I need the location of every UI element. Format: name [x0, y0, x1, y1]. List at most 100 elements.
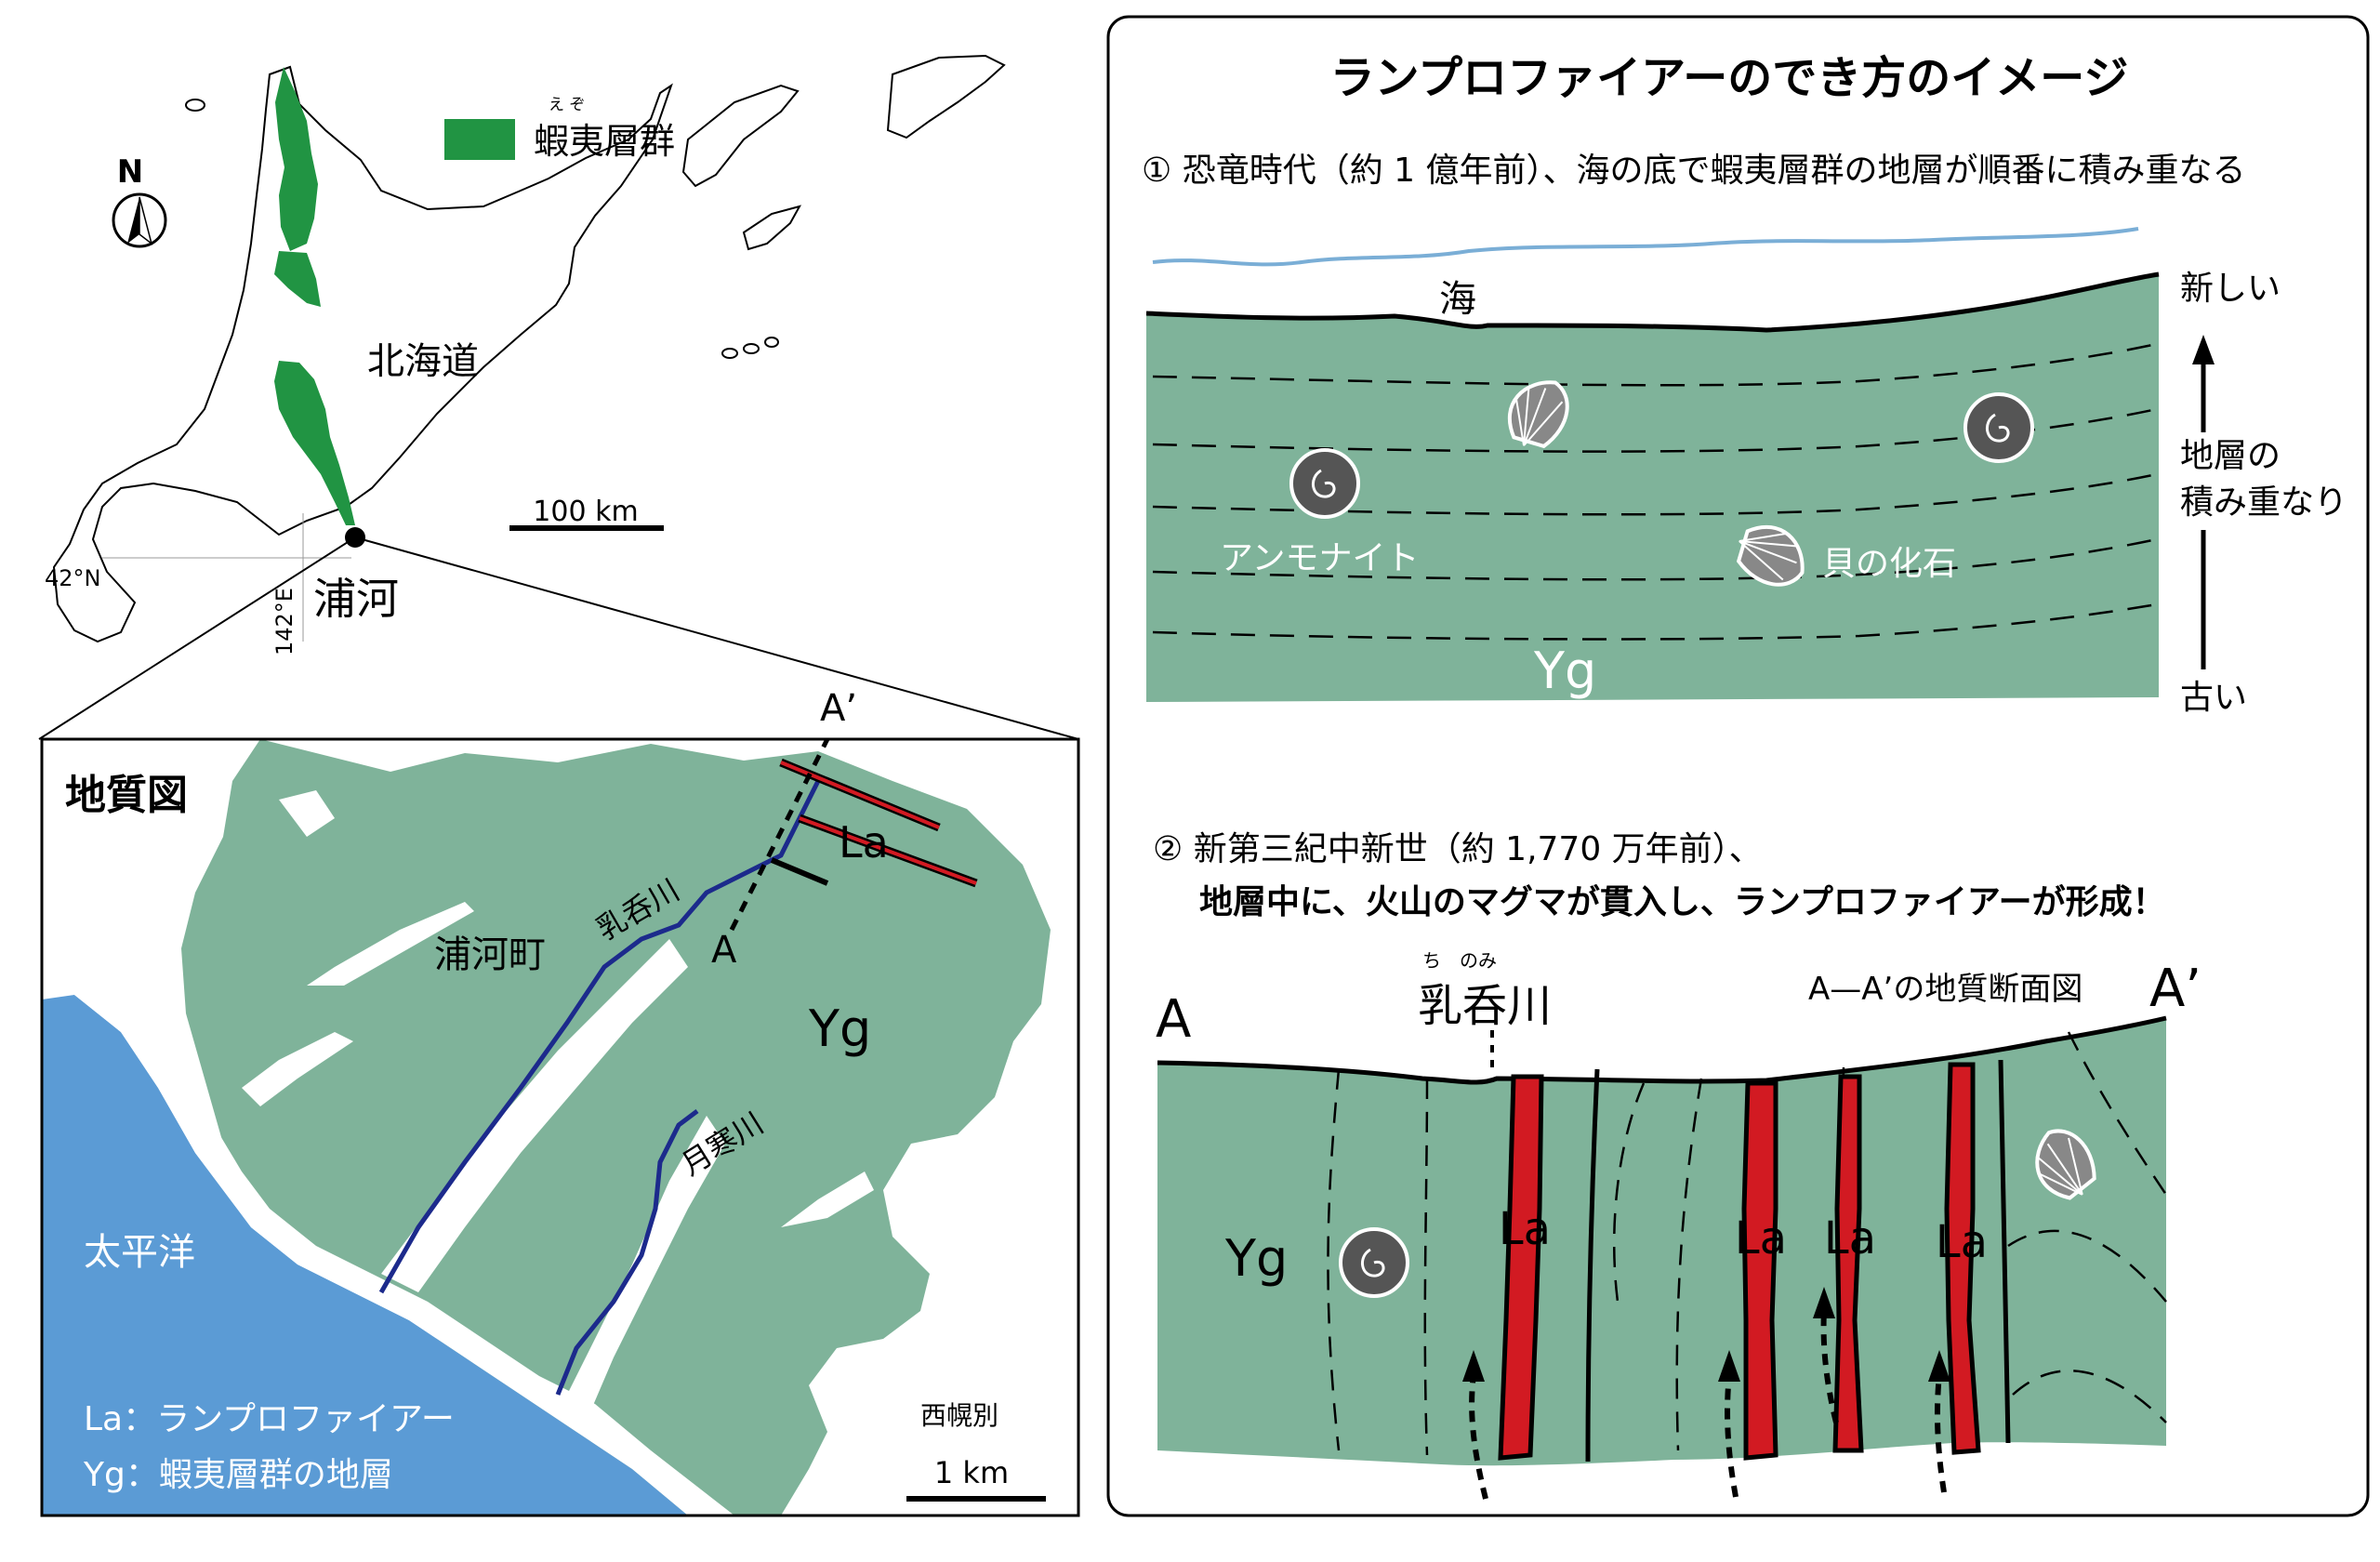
magma-arrow-head: [1718, 1350, 1740, 1382]
lat-label: 42°N: [45, 565, 101, 591]
faults: [1585, 1059, 2011, 1463]
bedding-line: [1423, 1078, 1429, 1456]
geological-map: 地質図 A’ A La Yg 乳呑川 月寒川 浦河町 太平洋 西幌別 1 km …: [40, 687, 1080, 1517]
shell-icon: [1507, 380, 1569, 449]
ezo-group-area-2: [274, 251, 321, 307]
section-label-a: A: [711, 929, 737, 972]
la-label: La: [839, 817, 889, 867]
section-title: A—A’の地質断面図: [1808, 971, 2082, 1008]
place-label-nishihoronbetsu: 西幌別: [920, 1400, 998, 1431]
stacking-label-line2: 積み重なり: [2180, 483, 2347, 522]
scale-label-1km: 1 km: [934, 1455, 1009, 1490]
geo-map-frame: [40, 737, 1080, 1517]
la-label-3: La: [1824, 1212, 1876, 1264]
bedding-line: [1152, 537, 2158, 581]
magma-arrow-head: [1462, 1350, 1485, 1382]
bedding-lines-1: [1152, 342, 2158, 641]
river-chinomi: [378, 779, 821, 1294]
yg-label-1: Yg: [1533, 642, 1596, 700]
ocean: [42, 995, 688, 1516]
legend-swatch: [444, 119, 515, 160]
valley: [242, 1032, 353, 1106]
scale-label: 100 km: [533, 496, 638, 528]
bedding-line: [1152, 602, 2158, 641]
bedding-line: [2007, 1229, 2167, 1303]
hokkaido-outline: [52, 65, 673, 643]
la-dike: [1498, 1074, 1544, 1461]
la-label-1: La: [1499, 1203, 1551, 1255]
kuril-island-2: [886, 54, 1006, 139]
town-label: 浦河町: [434, 933, 546, 976]
zoom-line-left: [38, 536, 356, 740]
river-ruby: ち のみ: [1422, 949, 1497, 972]
valley: [381, 939, 688, 1292]
shell-label: 貝の化石: [1822, 545, 1956, 583]
la-dike-fill: [799, 816, 977, 885]
yg-label: Yg: [808, 999, 871, 1058]
sea-surface: [1152, 227, 2139, 267]
bedding-line: [1152, 472, 2158, 516]
kuril-island-3: [742, 205, 802, 251]
la-dike: [1944, 1062, 1981, 1455]
magma-arrow-head: [1928, 1350, 1950, 1382]
ezo-group-area-3: [274, 361, 355, 525]
strata-block-2: [1157, 1018, 2166, 1466]
legend-yg: Yg：蝦夷層群の地層: [83, 1456, 393, 1494]
magma-arrow-shaft: [1725, 1373, 1739, 1498]
la-dike: [1741, 1080, 1778, 1461]
formation-panel: ランプロファイアーのでき方のイメージ ① 恐竜時代（約 1 億年前）、海の底で蝦…: [1106, 15, 2370, 1517]
section-label-a: A: [1156, 989, 1191, 1050]
zoom-line-right: [354, 536, 1079, 740]
magma-arrow-shaft: [1469, 1373, 1488, 1500]
step2-text-line2: 地層中に、火山のマグマが貫入し、ランプロファイアーが形成！: [1199, 883, 2166, 921]
la-label-2: La: [1735, 1212, 1787, 1264]
place-label: 浦河: [313, 574, 399, 624]
valley: [279, 790, 335, 837]
section-label-a-prime: A’: [820, 687, 857, 730]
fault-line: [1585, 1068, 1600, 1463]
bedding-line: [1675, 1078, 1703, 1451]
legend-label: 蝦夷層群: [534, 121, 675, 162]
river-label: 乳呑川: [1418, 980, 1552, 1032]
islet: [185, 99, 205, 112]
yg-label-2: Yg: [1224, 1229, 1288, 1288]
islet: [743, 343, 760, 354]
ammonite-icon: [1289, 448, 1360, 519]
valley: [307, 902, 474, 986]
la-dike: [1832, 1074, 1864, 1453]
ground-surface: [1157, 1015, 2167, 1085]
hokkaido-map: え ぞ 蝦夷層群 N 北海道 100 km 42°N 142°E 浦河: [38, 54, 1079, 740]
fault-line: [1998, 1059, 2011, 1444]
ocean-label: 太平洋: [84, 1231, 195, 1274]
stacking-arrow-head: [2192, 335, 2215, 364]
seafloor-line: [1145, 271, 2160, 333]
bedding-line: [1612, 1082, 1646, 1303]
sea-label: 海: [1439, 278, 1476, 321]
lon-label: 142°E: [271, 588, 298, 655]
ammonite-icon: [1964, 392, 2034, 463]
la-dikes-section: [1498, 1062, 1981, 1461]
islet: [721, 348, 738, 359]
stacking-label-backdrop: [2171, 432, 2366, 530]
ammonite-label: アンモナイト: [1220, 539, 1420, 577]
legend-ruby: え ぞ: [549, 96, 585, 114]
step1-text: ① 恐竜時代（約 1 億年前）、海の底で蝦夷層群の地層が順番に積み重なる: [1142, 152, 2246, 190]
la-dikes: [770, 758, 978, 888]
ezo-group-area-1: [275, 67, 318, 251]
magma-arrow-shaft: [1934, 1373, 1947, 1493]
panel-title: ランプロファイアーのでき方のイメージ: [1330, 52, 2129, 104]
older-label: 古い: [2180, 679, 2247, 717]
region-label: 北海道: [367, 340, 479, 383]
bedding-line: [1152, 407, 2158, 453]
la-label-4: La: [1936, 1216, 1988, 1268]
bedding-line: [2067, 1031, 2168, 1196]
river-tsukisamu: [555, 1109, 699, 1396]
bedding-line: [1152, 342, 2158, 387]
magma-arrow-shaft: [1820, 1310, 1839, 1423]
kuril-island-1: [681, 84, 800, 188]
bedding-line: [1327, 1068, 1341, 1451]
north-arrow-half: [139, 196, 153, 245]
step2-text-line1: ② 新第三紀中新世（約 1,770 万年前）、: [1153, 830, 1763, 868]
shell-icon: [2035, 1129, 2096, 1200]
shell-icon: [1736, 524, 1805, 587]
